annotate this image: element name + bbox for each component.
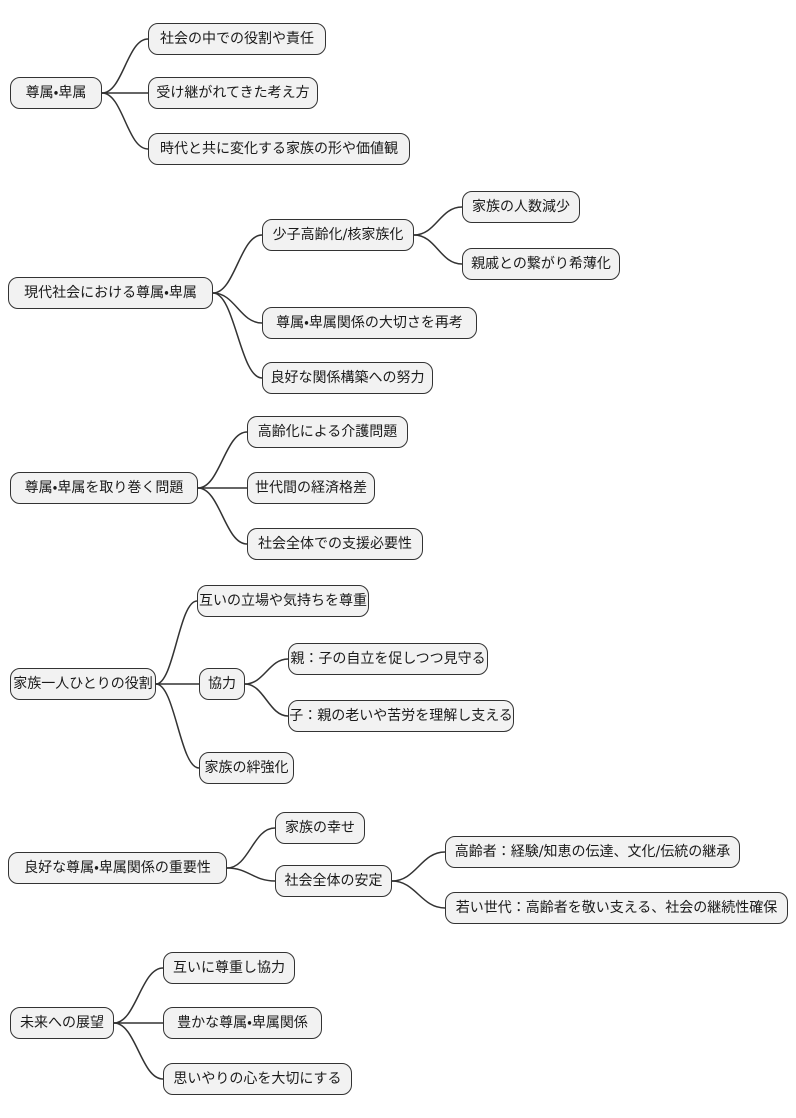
connector-edge <box>244 683 289 717</box>
connector-edge <box>113 967 164 1024</box>
mindmap-node-3-child-2[interactable]: 家族の絆強化 <box>199 752 294 784</box>
mindmap-node-5-root[interactable]: 未来への展望 <box>10 1007 114 1039</box>
mindmap-node-5-child-2[interactable]: 思いやりの心を大切にする <box>163 1063 352 1095</box>
mindmap-node-1-child-0[interactable]: 少子高齢化/核家族化 <box>262 219 414 251</box>
mindmap-node-4-grandchild-1-1[interactable]: 若い世代：高齢者を敬い支える、社会の継続性確保 <box>445 892 788 924</box>
connector-edge <box>413 206 463 236</box>
mindmap-node-5-child-1[interactable]: 豊かな尊属・卑属関係 <box>163 1007 322 1039</box>
mindmap-node-3-grandchild-1-1[interactable]: 子：親の老いや苦労を理解し支える <box>288 700 514 732</box>
mindmap-node-3-child-1[interactable]: 協力 <box>199 668 245 700</box>
mindmap-node-1-grandchild-0-0[interactable]: 家族の人数減少 <box>462 191 580 223</box>
mindmap-node-1-root[interactable]: 現代社会における尊属・卑属 <box>8 277 213 309</box>
mindmap-node-5-child-0[interactable]: 互いに尊重し協力 <box>163 952 295 984</box>
mindmap-node-2-child-2[interactable]: 社会全体での支援必要性 <box>247 528 423 560</box>
mindmap-node-4-child-1[interactable]: 社会全体の安定 <box>275 865 392 897</box>
connector-edge <box>391 851 446 882</box>
connector-edge <box>197 431 248 489</box>
connector-edge <box>226 827 276 869</box>
connector-edge <box>212 292 263 379</box>
mindmap-node-0-child-0[interactable]: 社会の中での役割や責任 <box>148 23 326 55</box>
connector-edge <box>244 658 289 685</box>
mindmap-node-1-child-1[interactable]: 尊属・卑属関係の大切さを再考 <box>262 307 477 339</box>
mindmap-node-0-child-2[interactable]: 時代と共に変化する家族の形や価値観 <box>148 133 410 165</box>
connector-edge <box>197 487 248 545</box>
mindmap-node-0-child-1[interactable]: 受け継がれてきた考え方 <box>148 77 318 109</box>
connector-edge <box>155 683 200 769</box>
mindmap-node-4-root[interactable]: 良好な尊属・卑属関係の重要性 <box>8 852 227 884</box>
mindmap-node-1-child-2[interactable]: 良好な関係構築への努力 <box>262 362 433 394</box>
mindmap-node-2-child-1[interactable]: 世代間の経済格差 <box>247 472 375 504</box>
connector-edge <box>155 600 198 685</box>
mindmap-node-2-root[interactable]: 尊属・卑属を取り巻く問題 <box>10 472 198 504</box>
mindmap-node-3-root[interactable]: 家族一人ひとりの役割 <box>10 668 156 700</box>
mindmap-node-1-grandchild-0-1[interactable]: 親戚との繋がり希薄化 <box>462 248 620 280</box>
mindmap-node-2-child-0[interactable]: 高齢化による介護問題 <box>247 416 408 448</box>
mindmap-node-0-root[interactable]: 尊属・卑属 <box>10 77 102 109</box>
mindmap-node-3-grandchild-1-0[interactable]: 親：子の自立を促しつつ見守る <box>288 643 488 675</box>
connector-edge <box>413 234 463 265</box>
mindmap-node-4-grandchild-1-0[interactable]: 高齢者：経験/知恵の伝達、文化/伝統の継承 <box>445 836 740 868</box>
connector-edge <box>113 1022 164 1080</box>
connector-edge <box>101 92 149 150</box>
connector-edge <box>212 292 263 324</box>
mindmap-node-3-child-0[interactable]: 互いの立場や気持ちを尊重 <box>197 585 369 617</box>
connector-edge <box>101 38 149 94</box>
mindmap-node-4-child-0[interactable]: 家族の幸せ <box>275 812 365 844</box>
connector-edge <box>226 867 276 882</box>
connector-edge <box>391 880 446 909</box>
connector-edge <box>212 234 263 294</box>
